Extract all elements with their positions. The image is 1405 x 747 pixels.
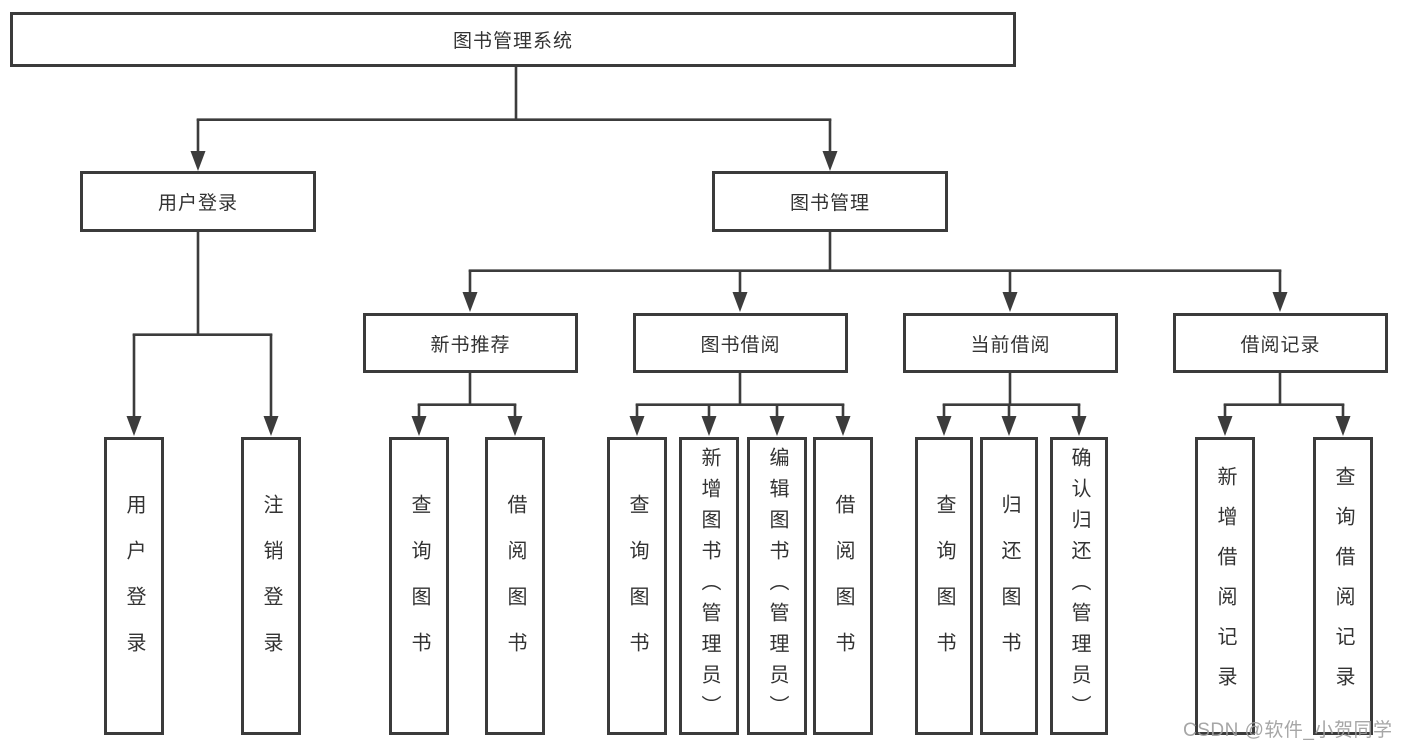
node-leaf-confirm-return-admin: 确认归还（管理员） (1050, 437, 1108, 735)
node-leaf-borrow-books-recommend: 借阅图书 (485, 437, 545, 735)
node-borrow-records: 借阅记录 (1173, 313, 1388, 373)
node-leaf-return-books: 归还图书 (980, 437, 1038, 735)
node-book-borrow: 图书借阅 (633, 313, 848, 373)
node-leaf-query-books-recommend: 查询图书 (389, 437, 449, 735)
node-current-borrow: 当前借阅 (903, 313, 1118, 373)
node-leaf-query-books-current: 查询图书 (915, 437, 973, 735)
node-user-login-group: 用户登录 (80, 171, 316, 232)
node-leaf-edit-books-admin: 编辑图书（管理员） (747, 437, 807, 735)
node-leaf-query-books-borrow: 查询图书 (607, 437, 667, 735)
csdn-watermark: CSDN @软件_小贺同学 (1183, 720, 1393, 741)
node-library-management-system: 图书管理系统 (10, 12, 1016, 67)
node-leaf-add-borrow-record: 新增借阅记录 (1195, 437, 1255, 735)
node-leaf-logout: 注销登录 (241, 437, 301, 735)
node-leaf-user-login: 用户登录 (104, 437, 164, 735)
node-book-management-group: 图书管理 (712, 171, 948, 232)
node-leaf-query-borrow-record: 查询借阅记录 (1313, 437, 1373, 735)
node-new-book-recommend: 新书推荐 (363, 313, 578, 373)
node-leaf-add-books-admin: 新增图书（管理员） (679, 437, 739, 735)
node-leaf-borrow-books: 借阅图书 (813, 437, 873, 735)
